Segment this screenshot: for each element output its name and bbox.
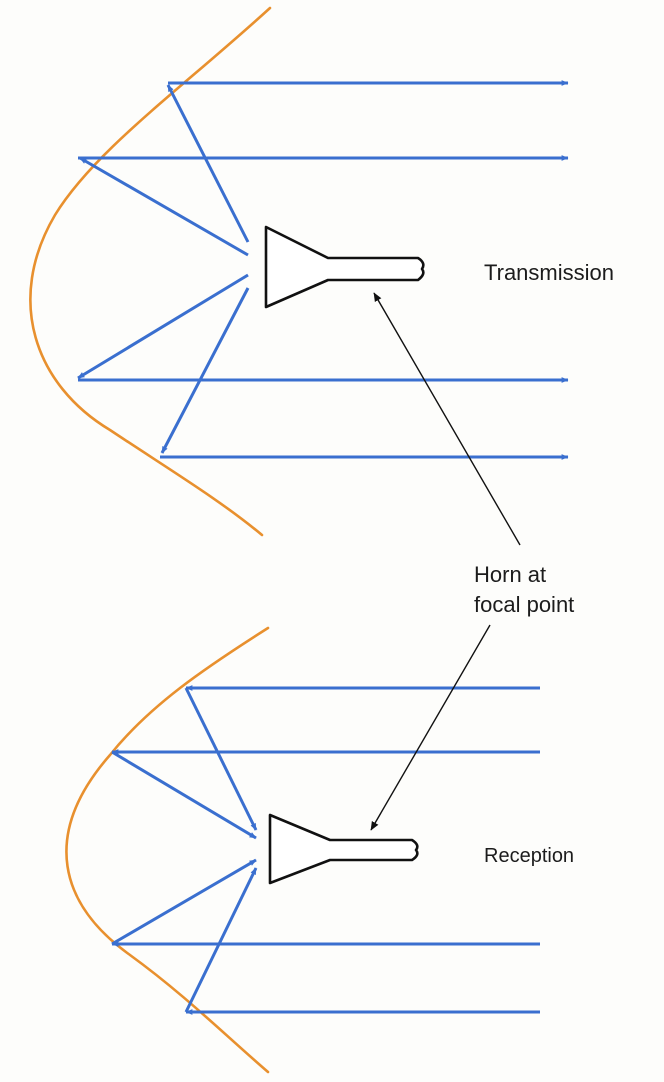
reception-reflected-ray bbox=[184, 867, 258, 1013]
transmission-horn-ray bbox=[77, 273, 249, 380]
transmission-horn-ray bbox=[79, 156, 249, 257]
pointer-to-transmission-horn bbox=[373, 292, 521, 546]
reception-reflected-ray bbox=[111, 750, 257, 840]
horn-annotation: Horn at focal point bbox=[370, 292, 574, 831]
horn-note-line1: Horn at bbox=[474, 562, 546, 587]
transmission-horn-feed bbox=[264, 225, 425, 309]
reception-reflected-ray bbox=[111, 858, 257, 946]
transmission-label: Transmission bbox=[484, 260, 614, 285]
transmission-dish-reflector bbox=[29, 6, 272, 537]
horn-note-line2: focal point bbox=[474, 592, 574, 617]
reception-reflected-ray bbox=[184, 687, 258, 831]
transmission-horn-ray bbox=[166, 84, 250, 243]
reception-dish-reflector bbox=[65, 626, 270, 1074]
transmission-horn-ray bbox=[160, 287, 250, 454]
reception-horn-feed bbox=[268, 813, 419, 885]
reception-panel: Reception bbox=[65, 626, 574, 1074]
transmission-panel: Transmission bbox=[29, 6, 614, 537]
reception-label: Reception bbox=[484, 845, 574, 867]
pointer-to-reception-horn bbox=[370, 624, 491, 831]
